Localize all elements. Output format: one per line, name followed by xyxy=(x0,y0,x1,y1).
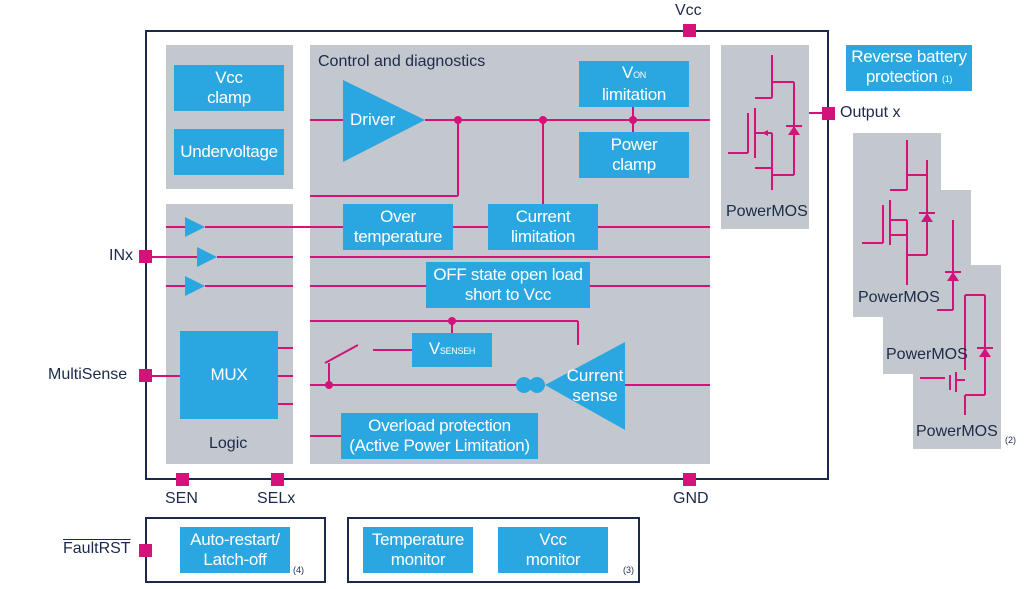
auto-restart-block: Auto-restart/ Latch-off xyxy=(180,527,290,573)
off-state-block: OFF state open load short to Vcc xyxy=(426,262,590,308)
vcc-pin xyxy=(683,24,696,37)
vcc-monitor-block: Vcc monitor xyxy=(498,527,608,573)
mux-label: MUX xyxy=(210,365,248,384)
vcc-clamp-block: Vcc clamp xyxy=(174,65,284,111)
overload-block: Overload protection (Active Power Limita… xyxy=(341,413,538,459)
temp-monitor-line1: Temperature xyxy=(371,530,465,549)
mosfet-stack-icon-1 xyxy=(862,140,935,285)
sen-pin-label: SEN xyxy=(165,490,198,507)
temperature-monitor-block: Temperature monitor xyxy=(363,527,473,573)
sen-pin xyxy=(176,473,189,486)
mosfet-icon xyxy=(728,55,802,190)
current-limitation-line2: limitation xyxy=(510,227,576,246)
over-temperature-block: Over temperature xyxy=(343,204,453,250)
current-sense-line1: Current xyxy=(566,366,624,385)
inx-pin xyxy=(139,250,152,263)
powermos-stack-label-2: PowerMOS xyxy=(886,346,968,363)
overload-line2: (Active Power Limitation) xyxy=(349,436,530,455)
monitor-note: (3) xyxy=(623,565,634,575)
current-sense-triangle xyxy=(545,342,625,430)
power-clamp-line1: Power xyxy=(610,135,658,154)
gnd-pin-label: GND xyxy=(673,490,709,507)
auto-restart-line1: Auto-restart/ xyxy=(190,530,280,549)
von-label: VON xyxy=(622,63,646,85)
reverse-battery-line2-wrap: protection (1) xyxy=(865,67,953,89)
powermos-stack-label-1: PowerMOS xyxy=(858,289,940,306)
vsenseh-block: VSENSEH xyxy=(412,333,492,367)
multisense-pin xyxy=(139,369,152,382)
von-line2: limitation xyxy=(601,85,667,104)
selx-pin xyxy=(271,473,284,486)
driver-triangle xyxy=(343,80,425,162)
von-main: V xyxy=(622,63,634,82)
current-limitation-block: Current limitation xyxy=(488,204,598,250)
von-sub: ON xyxy=(633,70,646,80)
reverse-battery-line2: protection xyxy=(865,67,938,86)
inx-pin-label: INx xyxy=(109,247,133,264)
powermos-label: PowerMOS xyxy=(726,203,808,220)
current-sense-label: Current sense xyxy=(565,366,625,406)
overload-line1: Overload protection xyxy=(368,416,511,435)
logic-label: Logic xyxy=(209,435,248,452)
multisense-pin-label: MultiSense xyxy=(48,366,128,383)
vcc-monitor-line2: monitor xyxy=(525,550,581,569)
driver-label: Driver xyxy=(350,110,396,129)
control-title: Control and diagnostics xyxy=(318,53,486,70)
over-temperature-line1: Over xyxy=(380,207,416,226)
vcc-pin-label: Vcc xyxy=(675,2,702,19)
mosfet-stack-icon-2 xyxy=(937,220,961,311)
off-state-line1: OFF state open load xyxy=(433,265,583,284)
over-temperature-line2: temperature xyxy=(353,227,443,246)
reverse-battery-line1: Reverse battery xyxy=(851,47,967,66)
gnd-pin xyxy=(683,473,696,486)
current-sense-line2: sense xyxy=(572,386,618,405)
mux-block: MUX xyxy=(180,331,278,419)
von-limitation-block: VON limitation xyxy=(579,61,689,107)
reverse-battery-block: Reverse battery protection (1) xyxy=(846,45,972,91)
vcc-clamp-line2: clamp xyxy=(207,88,251,107)
vcc-clamp-line1: Vcc xyxy=(215,68,243,87)
power-clamp-line2: clamp xyxy=(612,155,656,174)
current-limitation-line1: Current xyxy=(515,207,571,226)
vcc-monitor-line1: Vcc xyxy=(539,530,567,549)
vsenseh-main: V xyxy=(428,339,440,358)
vsenseh-label: VSENSEH xyxy=(428,339,476,361)
powermos-stack-label-3: PowerMOS xyxy=(916,423,998,440)
undervoltage-block: Undervoltage xyxy=(174,129,284,175)
undervoltage-label: Undervoltage xyxy=(180,142,278,161)
vsenseh-sub: SENSEH xyxy=(439,346,476,356)
off-state-line2: short to Vcc xyxy=(464,285,552,304)
output-pin-label: Output x xyxy=(840,104,901,121)
faultrst-pin-label: FaultRST xyxy=(63,540,131,557)
temp-monitor-line2: monitor xyxy=(390,550,446,569)
powermos-stack-note: (2) xyxy=(1005,435,1016,445)
power-clamp-block: Power clamp xyxy=(579,132,689,178)
auto-restart-note: (4) xyxy=(293,565,304,575)
faultrst-pin xyxy=(139,544,152,557)
auto-restart-line2: Latch-off xyxy=(203,550,267,569)
selx-pin-label: SELx xyxy=(257,490,296,507)
reverse-battery-note: (1) xyxy=(942,74,953,84)
output-pin xyxy=(822,107,835,120)
